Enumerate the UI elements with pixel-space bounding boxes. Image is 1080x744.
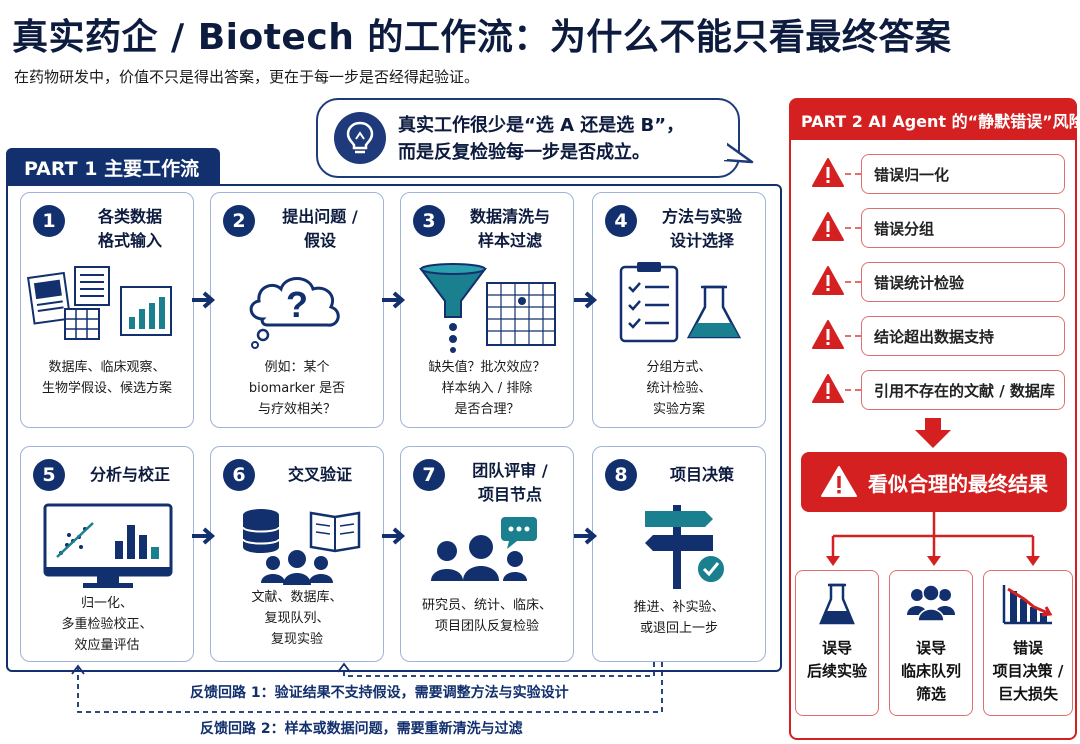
people-group-icon [890, 581, 972, 625]
warning-icon [821, 466, 857, 497]
step-description: 研究员、统计、临床、 项目团队反复检验 [421, 598, 552, 634]
outcome-card-1: 误导 后续实验 [795, 570, 879, 716]
part2-label: PART 2 AI Agent 的“静默错误”风险 [791, 100, 1080, 140]
step-card-3: 3 数据清洗与 样本过滤 缺失值？批次效应？ 样本纳入 / 排除 是否合理？ [400, 192, 574, 428]
step-card-8: 8 项目决策 推进、补实验、 或退回上一步 [592, 446, 766, 662]
feedback-loop-lines [71, 662, 663, 713]
step-card-5: 5 分析与校正 归一化、 多重检验校正、 效应量评估 [20, 446, 194, 662]
step-card-4: 4 方法与实验 设计选择 分组方式、 统计检验、 实验方案 [592, 192, 766, 428]
flow-arrow [192, 291, 216, 309]
flow-arrow [574, 527, 598, 545]
outcome-label: 误导 临床队列 筛选 [900, 639, 961, 703]
quote-bubble: 真实工作很少是“选 A 还是选 B”， 而是反复检验每一步是否成立。 [316, 98, 740, 178]
step-title: 数据清洗与 样本过滤 [469, 207, 550, 250]
step-description: 推进、补实验、 或退回上一步 [633, 600, 725, 636]
step-title: 各类数据 格式输入 [97, 207, 162, 250]
page-title: 真实药企 / Biotech 的工作流：为什么不能只看最终答案 [12, 17, 952, 58]
flask-icon [796, 581, 878, 629]
part1-frame [6, 184, 782, 672]
outcome-card-3: 错误 项目决策 / 巨大损失 [983, 570, 1073, 716]
checklist-flask-icon [593, 257, 765, 353]
part2-panel: PART 2 AI Agent 的“静默错误”风险 错误归一化 错误分组 错误统… [789, 98, 1080, 740]
risk-item-1: 错误归一化 [803, 154, 1065, 194]
risk-item-5: 引用不存在的文献 / 数据库 [803, 370, 1065, 410]
funnel-grid-icon [401, 257, 573, 353]
database-people-book-icon [211, 497, 383, 593]
step-number: 4 [605, 205, 637, 237]
question-cloud-icon: ? [211, 257, 383, 353]
step-number: 8 [605, 459, 637, 491]
outcome-label: 误导 后续实验 [806, 639, 867, 680]
flow-arrow [574, 291, 598, 309]
step-title: 团队评审 / 项目节点 [472, 461, 548, 504]
risk-connector [845, 335, 861, 337]
step-title: 方法与实验 设计选择 [661, 207, 742, 250]
branch-arrows [826, 512, 1040, 566]
down-arrow [915, 418, 951, 448]
final-result-banner: 看似合理的最终结果 [801, 452, 1067, 512]
quote-line-2: 而是反复检验每一步是否成立。 [398, 142, 650, 163]
step-card-7: 7 团队评审 / 项目节点 研究员、统计、临床、 项目团队反复检验 [400, 446, 574, 662]
step-number: 5 [33, 459, 65, 491]
risk-item-3: 错误统计检验 [803, 262, 1065, 302]
bubble-tail [724, 140, 754, 164]
step-number: 2 [223, 205, 255, 237]
risk-label: 错误统计检验 [861, 262, 1065, 302]
step-number: 3 [413, 205, 445, 237]
step-description: 数据库、临床观察、 生物学假设、候选方案 [41, 360, 172, 396]
warning-icon [812, 158, 844, 187]
step-card-1: 1 各类数据 格式输入 数据库、临床观察、 生物学假设、候选方案 [20, 192, 194, 428]
svg-text:?: ? [286, 284, 308, 325]
declining-chart-icon [984, 581, 1072, 629]
risk-item-2: 错误分组 [803, 208, 1065, 248]
step-description: 缺失值？批次效应？ 样本纳入 / 排除 是否合理？ [428, 360, 546, 417]
risk-connector [845, 227, 861, 229]
documents-data-icon [21, 257, 193, 353]
risk-label: 错误分组 [861, 208, 1065, 248]
step-number: 6 [223, 459, 255, 491]
step-title: 交叉验证 [287, 465, 352, 484]
risk-connector [845, 281, 861, 283]
flow-arrow [382, 291, 406, 309]
step-description: 例如：某个 biomarker 是否 与疗效相关？ [248, 360, 346, 417]
risk-connector [845, 389, 861, 391]
step-card-2: 2 提出问题 / 假设 ? 例如：某个 biomarker 是否 与疗效相关？ [210, 192, 384, 428]
step-description: 分组方式、 统计检验、 实验方案 [646, 360, 712, 417]
risk-label: 引用不存在的文献 / 数据库 [861, 370, 1065, 410]
feedback-loop-1: 反馈回路 1：验证结果不支持假设，需要调整方法与实验设计 [190, 685, 569, 701]
flow-arrow [192, 527, 216, 545]
step-card-6: 6 交叉验证 文献、数据库、 复现队列、 复现实验 [210, 446, 384, 662]
outcome-card-2: 误导 临床队列 筛选 [889, 570, 973, 716]
step-title: 项目决策 [669, 465, 734, 484]
risk-label: 结论超出数据支持 [861, 316, 1065, 356]
warning-icon [812, 266, 844, 295]
lightbulb-icon [334, 112, 386, 164]
step-number: 1 [33, 205, 65, 237]
risk-label: 错误归一化 [861, 154, 1065, 194]
warning-icon [812, 374, 844, 403]
step-description: 归一化、 多重检验校正、 效应量评估 [61, 596, 153, 653]
warning-icon [812, 212, 844, 241]
team-chat-icon [401, 513, 573, 593]
part1-label: PART 1 主要工作流 [6, 148, 220, 186]
quote-text: 真实工作很少是“选 A 还是选 B”， 而是反复检验每一步是否成立。 [398, 112, 684, 166]
step-number: 7 [413, 459, 445, 491]
final-result-label: 看似合理的最终结果 [868, 471, 1048, 496]
signpost-check-icon [593, 497, 765, 593]
step-description: 文献、数据库、 复现队列、 复现实验 [251, 590, 343, 647]
monitor-chart-icon [21, 497, 193, 593]
outcome-label: 错误 项目决策 / 巨大损失 [992, 639, 1064, 703]
risk-item-4: 结论超出数据支持 [803, 316, 1065, 356]
page-subtitle: 在药物研发中，价值不只是得出答案，更在于每一步是否经得起验证。 [14, 68, 480, 86]
flow-arrow [382, 527, 406, 545]
quote-line-1: 真实工作很少是“选 A 还是选 B”， [398, 115, 685, 136]
warning-icon [812, 320, 844, 349]
step-title: 分析与校正 [89, 465, 170, 484]
feedback-loop-2: 反馈回路 2：样本或数据问题，需要重新清洗与过滤 [200, 721, 523, 737]
risk-connector [845, 173, 861, 175]
step-title: 提出问题 / 假设 [282, 207, 358, 250]
